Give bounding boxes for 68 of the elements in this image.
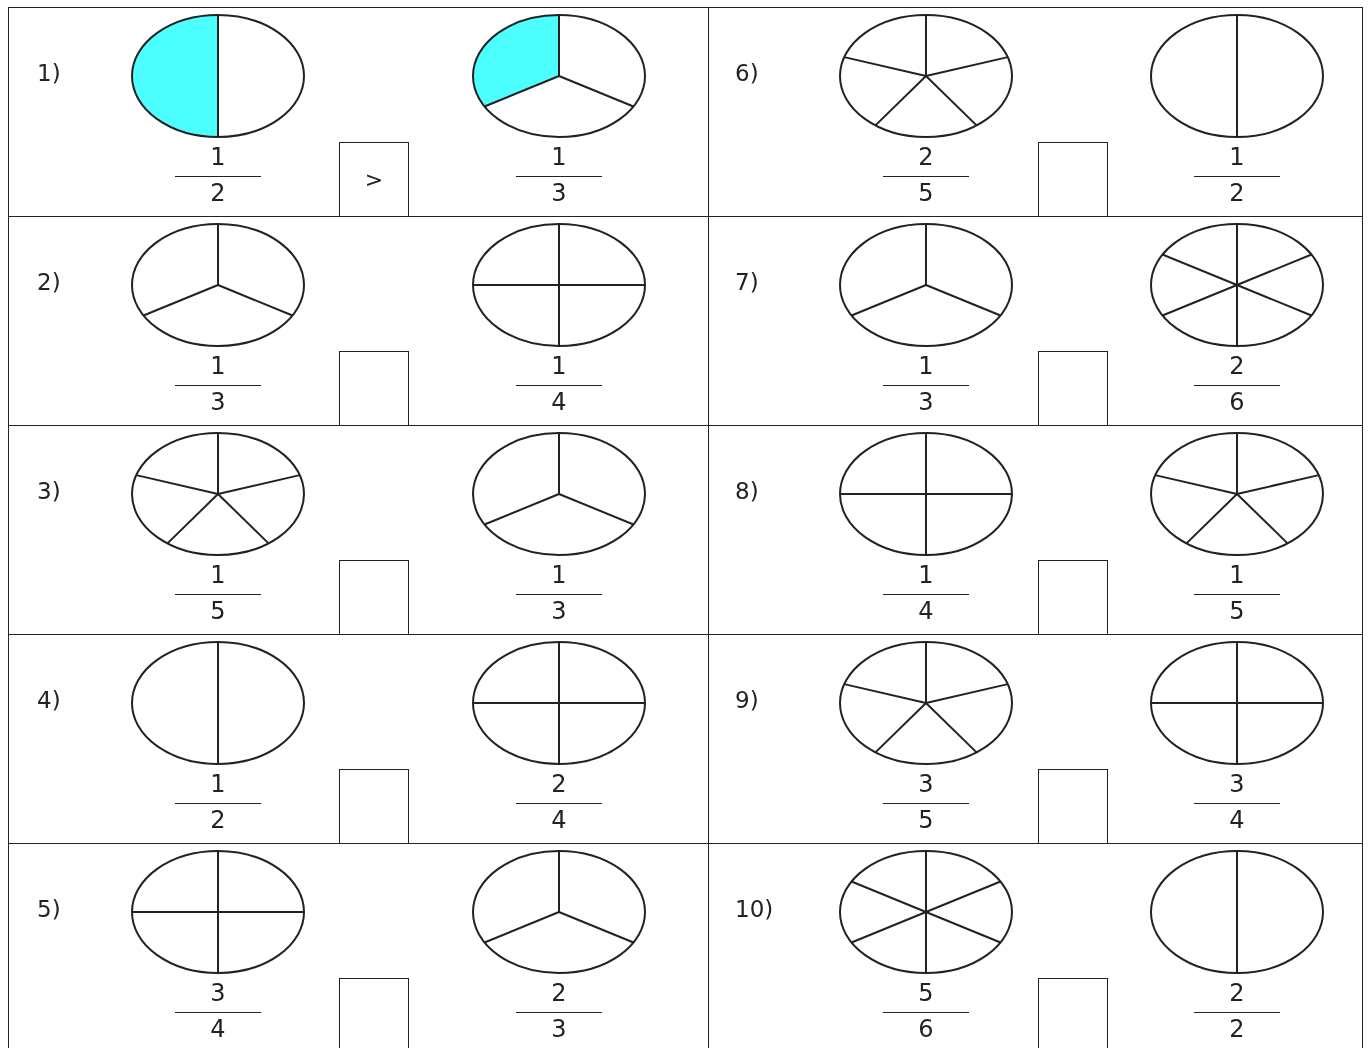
answer-box <box>339 351 409 425</box>
numerator: 2 <box>1229 978 1245 1008</box>
denominator: 5 <box>918 179 934 207</box>
denominator: 2 <box>210 806 226 834</box>
numerator: 1 <box>918 560 934 590</box>
numerator: 1 <box>210 769 226 799</box>
problem-number: 5) <box>37 896 61 922</box>
numerator: 1 <box>1229 142 1245 172</box>
problem-number: 10) <box>735 896 774 922</box>
answer-box <box>1038 978 1108 1048</box>
denominator: 3 <box>551 597 567 625</box>
problem-number: 6) <box>735 60 759 86</box>
numerator: 2 <box>551 769 567 799</box>
denominator: 2 <box>1229 1015 1245 1043</box>
answer-box <box>1038 560 1108 634</box>
denominator: 5 <box>210 597 226 625</box>
numerator: 1 <box>551 142 567 172</box>
numerator: 1 <box>918 351 934 381</box>
numerator: 1 <box>210 351 226 381</box>
problem-number: 3) <box>37 478 61 504</box>
problem-number: 4) <box>37 687 61 713</box>
problem-cell <box>709 635 1363 844</box>
denominator: 3 <box>210 388 226 416</box>
denominator: 3 <box>918 388 934 416</box>
denominator: 4 <box>210 1015 226 1043</box>
problem-cell <box>709 426 1363 635</box>
denominator: 6 <box>918 1015 934 1043</box>
numerator: 5 <box>918 978 934 1008</box>
problem-cell <box>9 217 709 426</box>
problem-cell <box>9 426 709 635</box>
problem-number: 2) <box>37 269 61 295</box>
problem-cell <box>709 217 1363 426</box>
numerator: 1 <box>551 351 567 381</box>
denominator: 5 <box>1229 597 1245 625</box>
denominator: 4 <box>551 388 567 416</box>
problem-cell <box>9 635 709 844</box>
answer-box <box>1038 142 1108 216</box>
problem-cell <box>709 8 1363 217</box>
answer-box <box>1038 769 1108 843</box>
denominator: 6 <box>1229 388 1245 416</box>
denominator: 3 <box>551 179 567 207</box>
answer-box: > <box>339 142 409 216</box>
denominator: 4 <box>918 597 934 625</box>
problem-number: 8) <box>735 478 759 504</box>
numerator: 2 <box>918 142 934 172</box>
numerator: 3 <box>210 978 226 1008</box>
numerator: 1 <box>210 142 226 172</box>
answer-box <box>1038 351 1108 425</box>
numerator: 2 <box>551 978 567 1008</box>
problem-number: 1) <box>37 60 61 86</box>
numerator: 2 <box>1229 351 1245 381</box>
denominator: 2 <box>210 179 226 207</box>
numerator: 1 <box>551 560 567 590</box>
numerator: 3 <box>1229 769 1245 799</box>
numerator: 1 <box>1229 560 1245 590</box>
answer-box <box>339 769 409 843</box>
denominator: 2 <box>1229 179 1245 207</box>
numerator: 1 <box>210 560 226 590</box>
denominator: 3 <box>551 1015 567 1043</box>
denominator: 4 <box>551 806 567 834</box>
denominator: 4 <box>1229 806 1245 834</box>
denominator: 5 <box>918 806 934 834</box>
problem-number: 7) <box>735 269 759 295</box>
answer-box <box>339 560 409 634</box>
problem-number: 9) <box>735 687 759 713</box>
problem-cell <box>9 8 709 217</box>
answer-box <box>339 978 409 1048</box>
numerator: 3 <box>918 769 934 799</box>
